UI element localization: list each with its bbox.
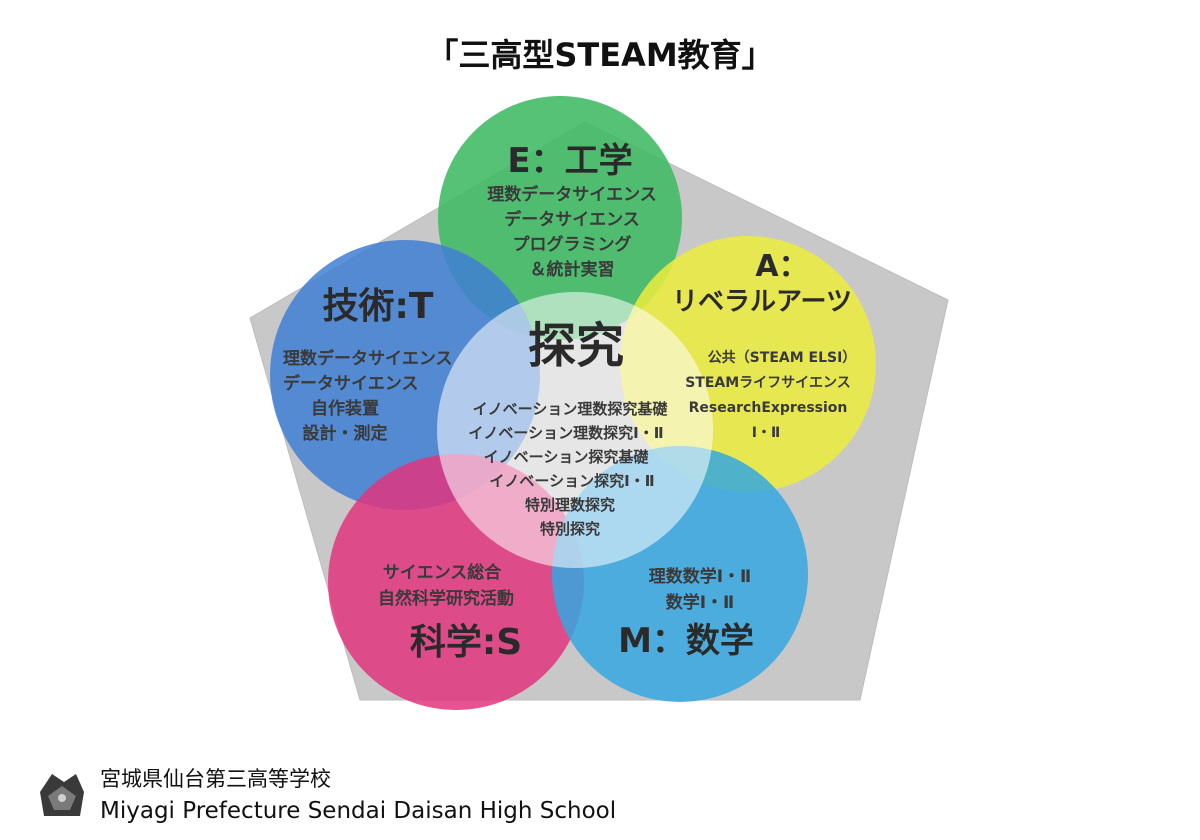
- page-title: 「三高型STEAM教育」: [426, 36, 773, 74]
- science-heading: 科学:S: [410, 621, 522, 663]
- inquiry-item: イノベーション理数探究Ⅰ・Ⅱ: [468, 424, 663, 442]
- arts-heading: A：: [755, 249, 808, 284]
- arts-subheading: リベラルアーツ: [672, 287, 852, 317]
- school-emblem: [40, 774, 84, 816]
- school-name-ja: 宮城県仙台第三高等学校: [100, 767, 331, 791]
- inquiry-item: イノベーション理数探究基礎: [473, 400, 669, 418]
- engineering-item: ＆統計実習: [530, 259, 615, 280]
- engineering-item: 理数データサイエンス: [487, 184, 657, 205]
- science-item: サイエンス総合: [383, 562, 502, 583]
- circle-inquiry-core: [437, 292, 713, 568]
- mathematics-heading: M：数学: [618, 621, 754, 661]
- inquiry-item: 特別理数探究: [525, 496, 615, 514]
- inquiry-item: イノベーション探究基礎: [484, 448, 650, 466]
- technology-item: 設計・測定: [303, 423, 388, 444]
- inquiry-item: 特別探究: [540, 520, 600, 538]
- technology-item: 理数データサイエンス: [283, 348, 453, 369]
- arts-item: ResearchExpression: [689, 400, 848, 416]
- inquiry-heading: 探究: [528, 318, 624, 374]
- technology-item: データサイエンス: [283, 373, 419, 394]
- mathematics-item: 理数数学Ⅰ・Ⅱ: [649, 566, 752, 587]
- arts-item: 公共（STEAM ELSI）: [708, 349, 857, 366]
- engineering-heading: E：工学: [507, 141, 632, 181]
- arts-item: STEAMライフサイエンス: [685, 375, 851, 391]
- engineering-item: プログラミング: [513, 234, 632, 255]
- science-item: 自然科学研究活動: [378, 588, 514, 609]
- school-name-en: Miyagi Prefecture Sendai Daisan High Sch…: [100, 798, 616, 824]
- technology-item: 自作装置: [311, 398, 379, 419]
- mathematics-item: 数学Ⅰ・Ⅱ: [666, 592, 735, 613]
- technology-heading: 技術:T: [323, 286, 434, 327]
- arts-item: Ⅰ・Ⅱ: [752, 425, 780, 441]
- engineering-item: データサイエンス: [504, 209, 640, 230]
- inquiry-item: イノベーション探究Ⅰ・Ⅱ: [489, 472, 654, 490]
